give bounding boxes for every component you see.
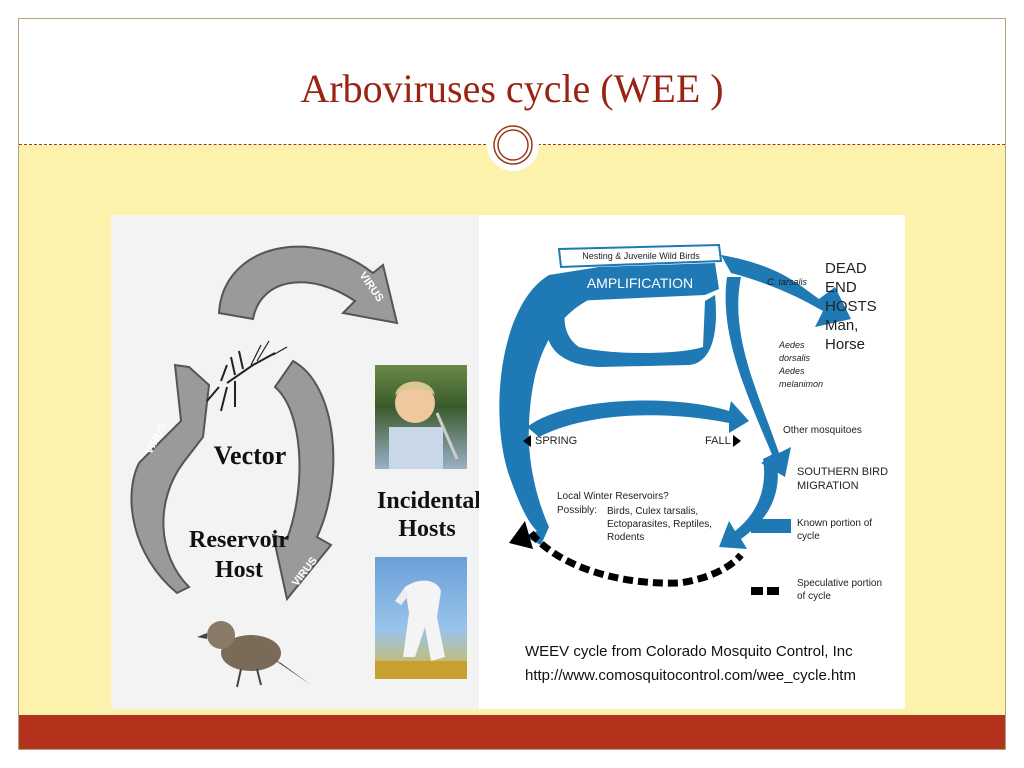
possibly-items-label: Birds, Culex tarsalis, Ectoparasites, Re…: [607, 506, 713, 543]
nesting-banner: [557, 243, 723, 269]
ornament-circle-icon: [487, 119, 539, 171]
fall-label: FALL: [705, 435, 731, 447]
known-portion-label: Known portion of cycle: [797, 518, 873, 542]
footer-bar: [19, 715, 1005, 749]
sparrow-icon: [197, 621, 311, 688]
cycle-left-arc: [499, 275, 599, 545]
reservoir-host-label: Reservoir Host: [189, 527, 289, 583]
cycle-spring-fall-band: [527, 400, 749, 437]
winter-reservoirs-label: Local Winter Reservoirs?: [557, 491, 669, 502]
credit-line-1: WEEV cycle from Colorado Mosquito Contro…: [525, 643, 853, 660]
arrow-to-dead-end: [721, 255, 851, 327]
speculative-arrowhead: [509, 521, 533, 549]
aedes-label: Aedes dorsalis Aedes melanimon: [779, 340, 824, 389]
virus-arrow-left: [130, 363, 211, 595]
speculative-legend-swatch-b: [767, 587, 779, 595]
nesting-birds-label: Nesting & Juvenile Wild Birds: [582, 251, 700, 261]
spring-triangle-icon: [523, 435, 531, 447]
fall-triangle-icon: [733, 435, 741, 447]
amplification-label: AMPLIFICATION: [586, 275, 694, 291]
weev-cycle-diagram: Nesting & Juvenile Wild Birds AMPLIFICAT…: [479, 215, 905, 709]
speculative-legend-swatch-a: [751, 587, 763, 595]
vector-reservoir-diagram: VIRUS VIRUS VIRUS Vector Reservoir Host …: [111, 215, 482, 709]
culex-label: Culex tarsalis, and other mosquitoes: [577, 319, 685, 342]
speculative-path: [528, 530, 744, 587]
virus-arrow-top: [217, 245, 399, 325]
dead-end-hosts-label: DEAD END HOSTS Man, Horse: [825, 260, 877, 353]
possibly-label: Possibly:: [557, 505, 598, 516]
c-tarsalis-label: C. tarsalis: [767, 277, 808, 287]
slide-frame: Arboviruses cycle (WEE ): [18, 18, 1006, 750]
speculative-portion-label: Speculative portion of cycle: [797, 578, 883, 602]
vector-label: Vector: [213, 441, 287, 470]
known-legend-swatch: [751, 519, 791, 533]
southern-migration-label: SOUTHERN BIRD MIGRATION: [797, 466, 889, 492]
amplification-banner: [549, 263, 719, 301]
horse-photo: [375, 557, 467, 679]
slide-title: Arboviruses cycle (WEE ): [300, 66, 724, 111]
arrow-to-southern-migration: [725, 277, 791, 477]
other-mosquitoes-label: Other mosquitoes: [783, 425, 862, 436]
wee-cycle-figure: VIRUS VIRUS VIRUS Vector Reservoir Host …: [111, 215, 905, 709]
amplification-loop: [546, 295, 716, 367]
incidental-hosts-label: Incidental Hosts: [377, 488, 482, 542]
mosquito-icon: [206, 340, 288, 412]
credit-line-2: http://www.comosquitocontrol.com/wee_cyc…: [525, 667, 856, 684]
child-photo: [375, 365, 467, 469]
virus-arrow-right: [271, 359, 335, 602]
spring-label: SPRING: [535, 435, 578, 447]
arrow-return-fall: [719, 453, 778, 549]
